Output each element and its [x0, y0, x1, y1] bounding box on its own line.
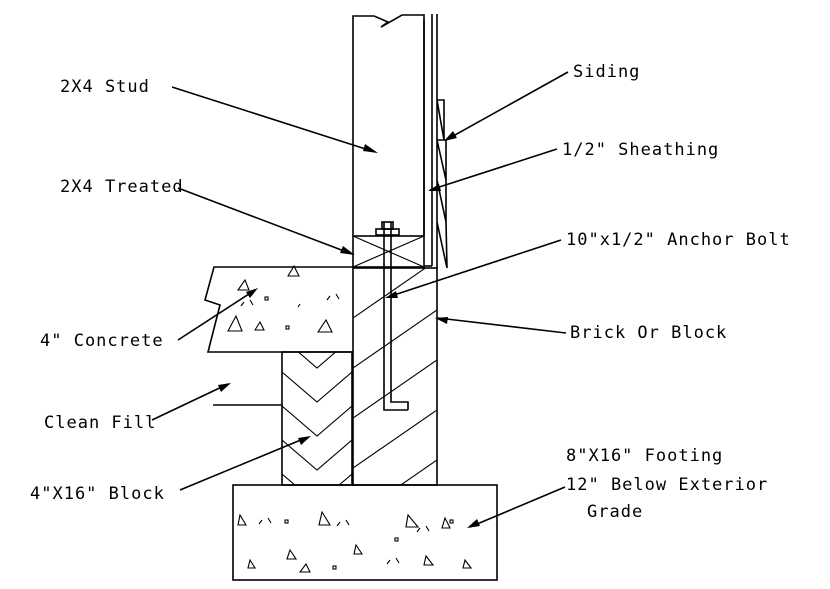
label-anchor-bolt: 10"x1/2" Anchor Bolt [566, 230, 791, 250]
treated-sill-plate [352, 235, 425, 268]
label-sheathing: 1/2" Sheathing [562, 140, 719, 160]
label-brick: Brick Or Block [570, 323, 727, 343]
label-footing-line2: 12" Below Exterior [566, 475, 768, 495]
anchor-bolt [375, 221, 409, 411]
leader-lines [151, 71, 569, 528]
concrete-slab [204, 264, 353, 353]
annotations: 2X4 Stud Siding 1/2" Sheathing 2X4 Treat… [30, 62, 791, 522]
footing [232, 484, 498, 581]
label-footing-line1: 8"X16" Footing [566, 446, 723, 466]
label-treated: 2X4 Treated [60, 177, 184, 197]
label-clean-fill: Clean Fill [44, 413, 156, 433]
label-stud: 2X4 Stud [60, 77, 150, 97]
label-siding: Siding [573, 62, 640, 82]
footing-aggregate [237, 510, 473, 573]
stud [352, 14, 425, 236]
label-footing-line3: Grade [587, 502, 643, 522]
label-block: 4"X16" Block [30, 484, 165, 504]
brick-or-block [352, 267, 438, 486]
cmu-block [281, 351, 353, 486]
label-concrete: 4" Concrete [40, 331, 164, 351]
sheathing [423, 14, 433, 267]
siding [436, 14, 448, 269]
